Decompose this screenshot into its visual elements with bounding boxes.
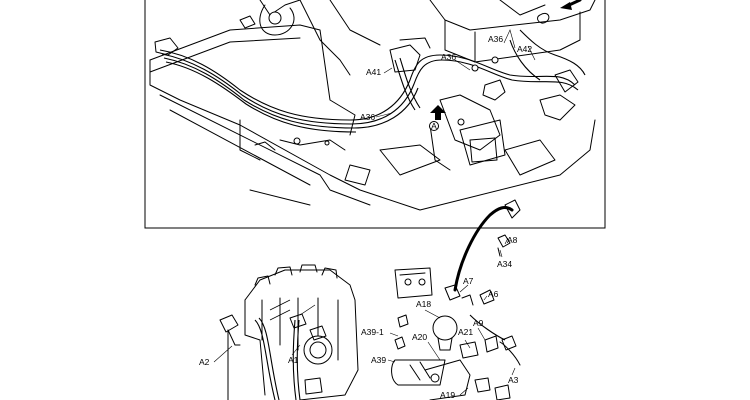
callout-a8: A8 [507, 235, 518, 245]
leader-a36-mid [454, 59, 471, 71]
callout-a18: A18 [416, 299, 431, 309]
callout-a34: A34 [497, 259, 512, 269]
callout-a42: A42 [517, 44, 532, 54]
callout-a20: A20 [412, 332, 427, 342]
leader-a19 [459, 387, 469, 396]
upper-view-frame [144, 0, 606, 229]
callout-a3: A3 [508, 375, 519, 385]
view-a-marker-circle [429, 121, 439, 131]
callout-a36-mid: A36 [441, 52, 456, 62]
view-a-arrow [430, 105, 446, 120]
callout-a2: A2 [199, 357, 210, 367]
upper-machine-frame [149, 0, 596, 211]
callout-a9: A9 [473, 318, 484, 328]
view-a-marker-label: A [431, 121, 437, 131]
callout-a36-top: A36 [488, 34, 503, 44]
leader-a9 [477, 327, 486, 341]
leader-a39-1 [389, 332, 399, 337]
callout-a39: A39 [371, 355, 386, 365]
leader-a21 [464, 339, 471, 349]
leader-a1 [291, 344, 301, 356]
callout-a6: A6 [488, 289, 499, 299]
leader-a41 [383, 67, 393, 74]
leader-a3 [511, 367, 516, 376]
valve-hoses [254, 313, 327, 400]
leader-a39 [387, 359, 396, 363]
accumulator-and-solenoid [391, 267, 511, 400]
callout-a39-1: A39-1 [361, 327, 384, 337]
leader-a8 [504, 237, 509, 245]
flow-arrow-top-right [560, 0, 582, 10]
leader-a2 [213, 345, 233, 363]
callout-a19: A19 [440, 390, 455, 400]
callout-a21: A21 [458, 327, 473, 337]
leader-a7 [459, 284, 469, 293]
leader-a6 [483, 295, 488, 301]
callout-a36-low: A36 [360, 112, 375, 122]
leader-a18 [424, 309, 441, 319]
leader-a42 [527, 45, 536, 61]
leader-a34 [499, 249, 503, 258]
control-valve-assembly [219, 264, 359, 400]
callout-a41: A41 [366, 67, 381, 77]
callout-a1: A1 [288, 355, 299, 365]
upper-hose-bundle [154, 29, 586, 133]
leader-a36-top [503, 29, 516, 49]
callout-a7: A7 [463, 276, 474, 286]
pilot-hose-and-fittings [444, 199, 521, 366]
leader-a20 [427, 341, 441, 361]
leader-a36-low [375, 112, 393, 118]
